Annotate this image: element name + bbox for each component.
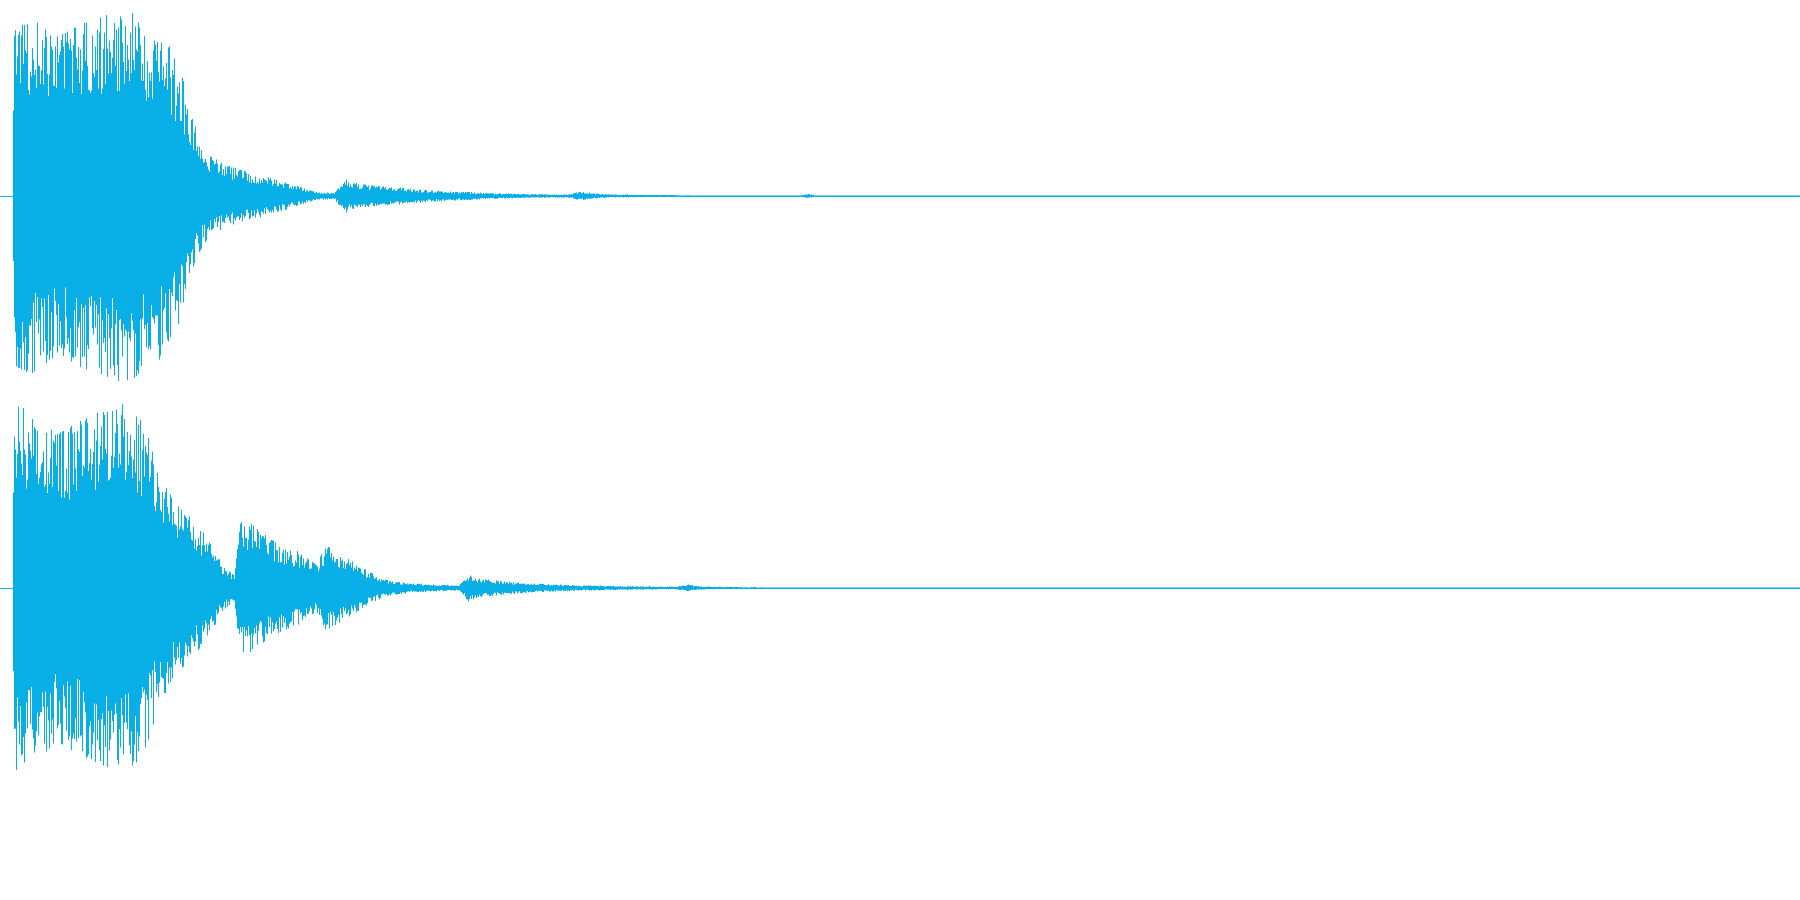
channel-1-wave — [13, 13, 1800, 381]
channel-1-waveform[interactable] — [0, 13, 1800, 381]
channel-2-wave — [13, 403, 1800, 770]
channel-2-waveform[interactable] — [0, 403, 1800, 770]
